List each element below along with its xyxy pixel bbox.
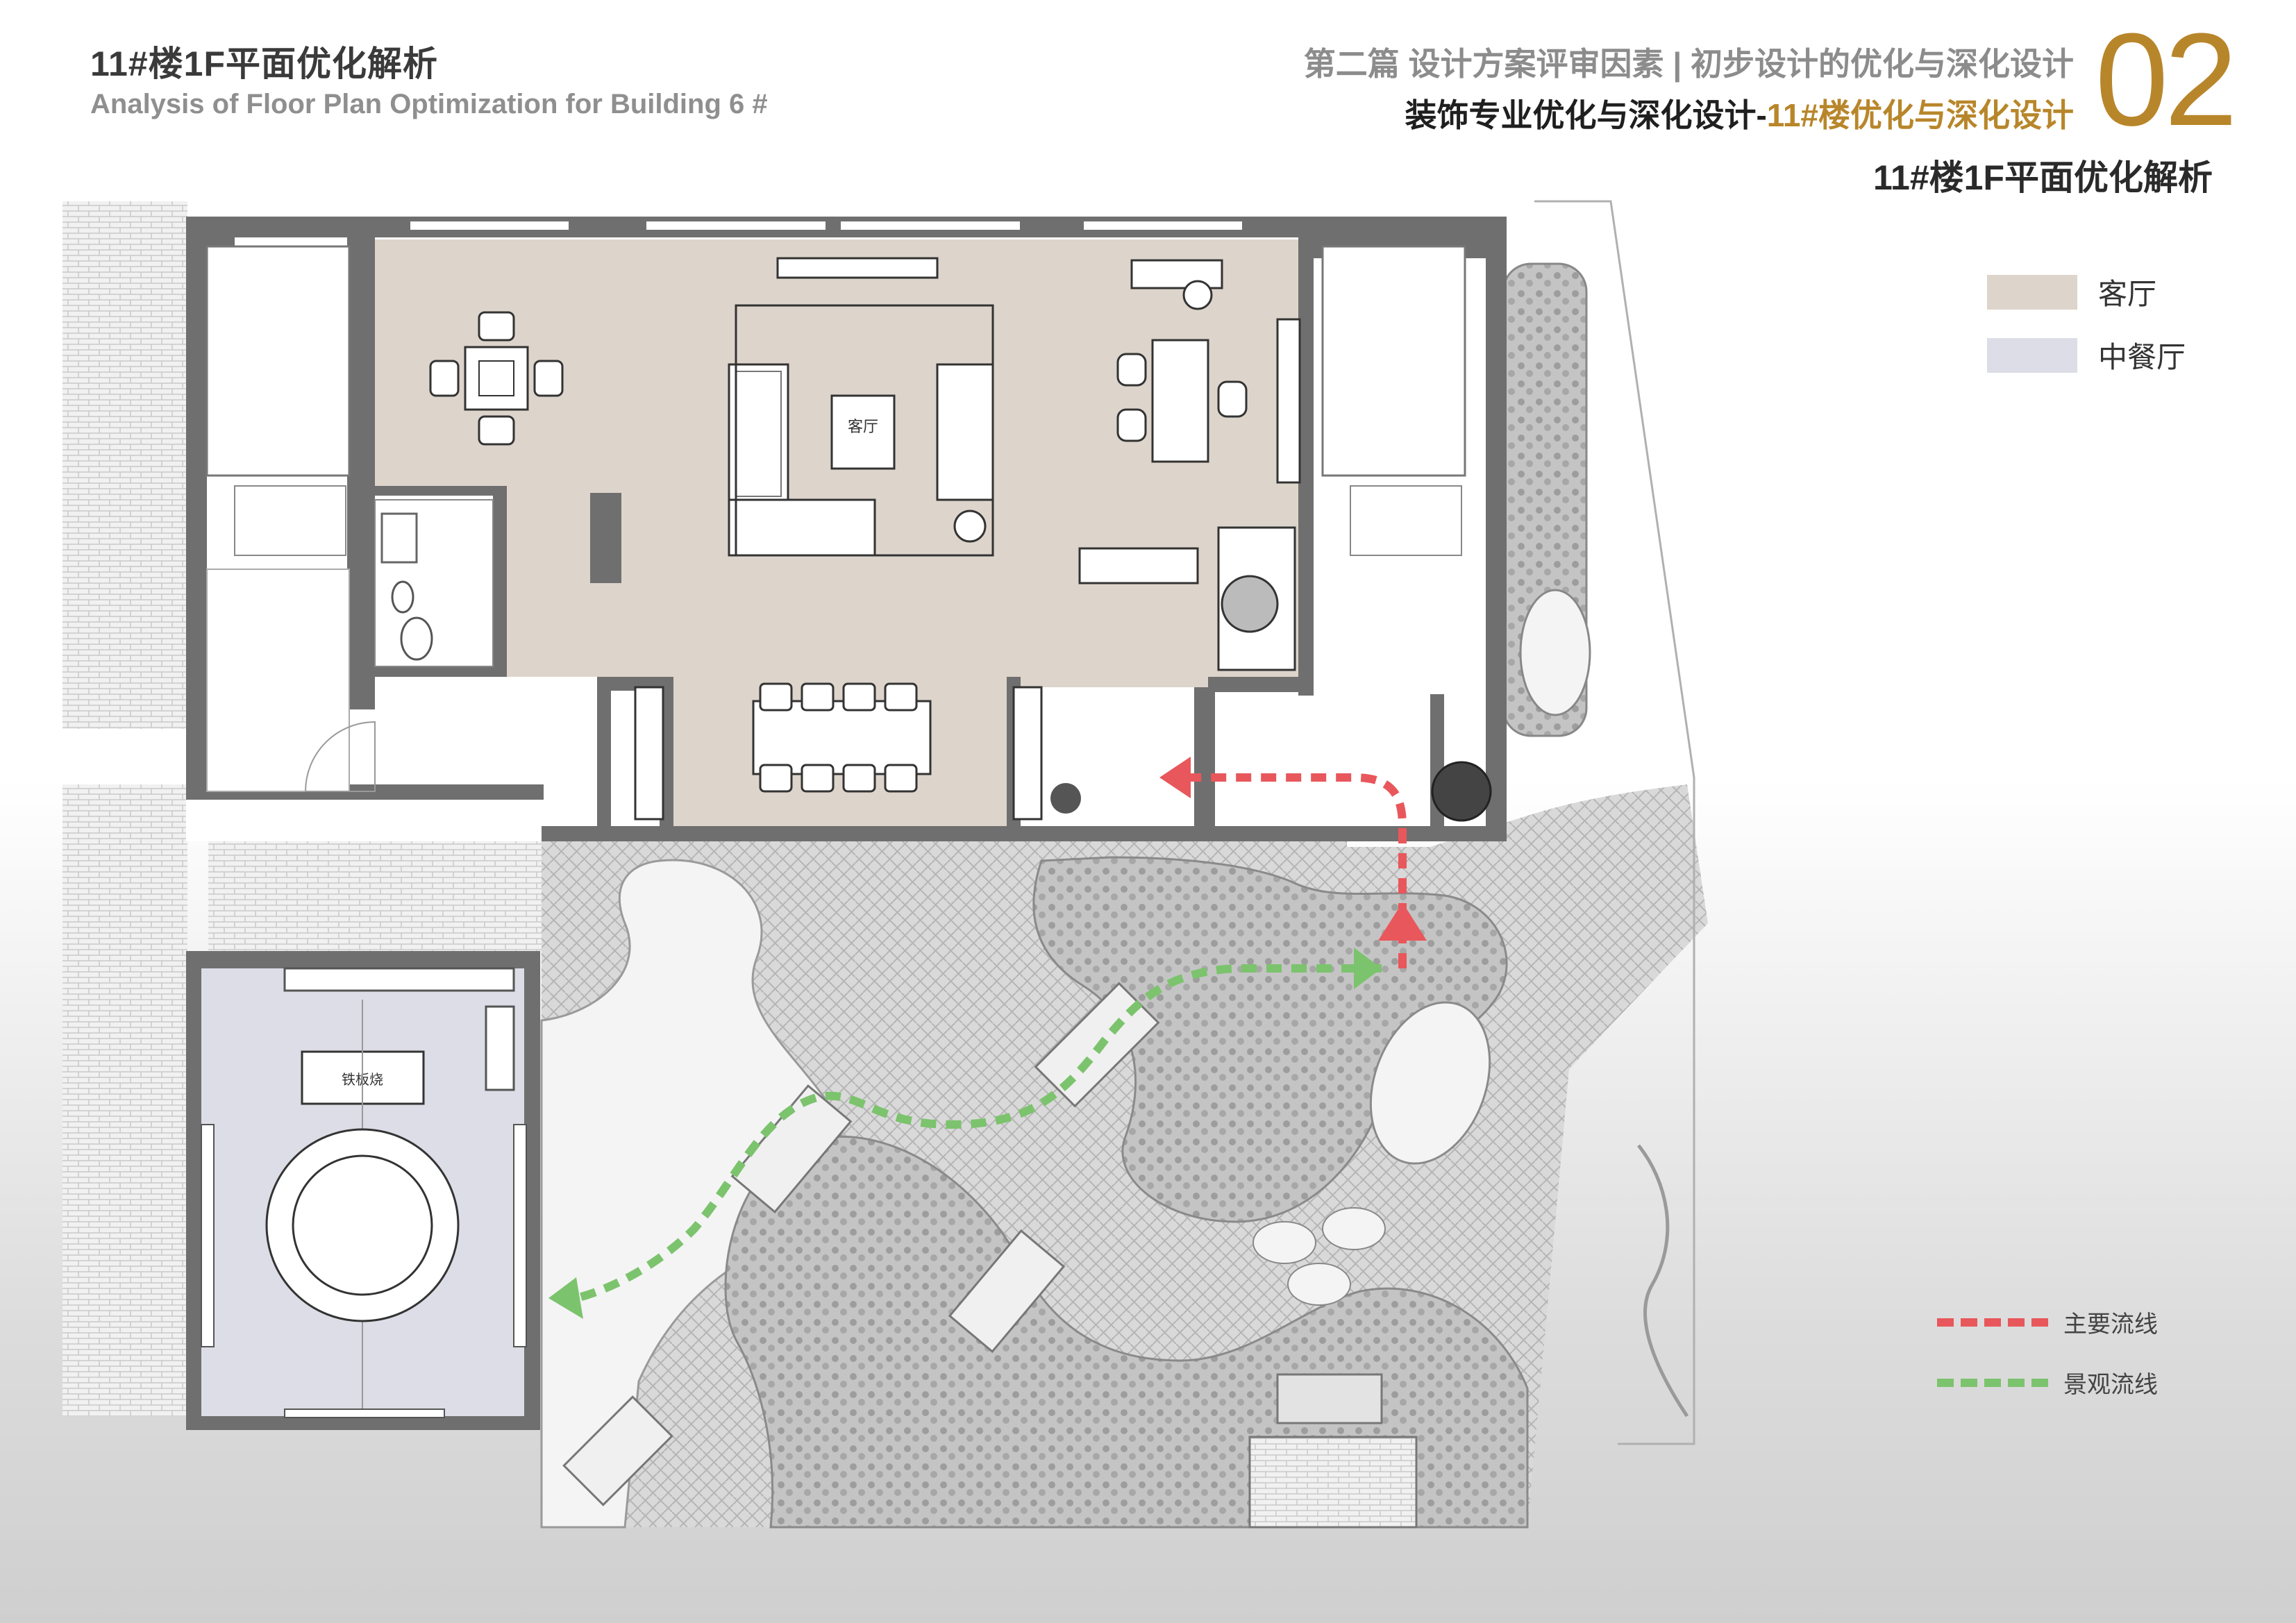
subsection-highlight: 11#楼优化与深化设计	[1766, 97, 2074, 133]
section-heading: 第二篇 设计方案评审因素 | 初步设计的优化与深化设计	[1303, 46, 2074, 82]
landscape-flow-arrow-2	[548, 1277, 583, 1319]
pavilion-cabinet	[283, 967, 515, 992]
sideboard	[1130, 259, 1223, 289]
tea-table	[1151, 339, 1209, 463]
legend-swatch-living	[1987, 274, 2077, 310]
left-wing-bay	[206, 245, 351, 477]
top-windows	[409, 220, 1243, 231]
east-oval	[1519, 589, 1591, 716]
main-flow-arrow-1	[1159, 757, 1191, 798]
landscape-flow-label: 景观流线	[2063, 1372, 2158, 1398]
legend-label-dining: 中餐厅	[2098, 341, 2186, 373]
legend-item-dining: 中餐厅	[1987, 334, 2186, 376]
legend-label-living: 客厅	[2098, 278, 2157, 310]
brick-gap	[62, 729, 187, 784]
round-dining-table	[265, 1128, 460, 1322]
plan-title: 11#楼1F平面优化解析	[1872, 158, 2213, 197]
pavilion-window-east	[513, 1124, 527, 1347]
tea-chair-3	[1217, 380, 1248, 418]
pavilion-window-south	[284, 1408, 445, 1418]
legend-item-living: 客厅	[1987, 271, 2186, 313]
subsection-heading: 装饰专业优化与深化设计-11#楼优化与深化设计	[1405, 90, 2074, 136]
decor-plant-icon	[1050, 783, 1081, 814]
pavilion-side-cabinet	[485, 1005, 515, 1091]
left-door-swing	[304, 721, 376, 792]
stepping-stone-2	[1322, 1207, 1386, 1250]
stepping-stone-3	[1287, 1263, 1351, 1306]
landscape-flow-path	[575, 964, 1382, 1302]
sectional-sofa	[728, 363, 876, 557]
washbasin	[380, 512, 418, 564]
flow-legend: 主要流线 景观流线	[1937, 1305, 2158, 1399]
side-sofa	[936, 363, 994, 501]
garden-steps	[1248, 1436, 1418, 1529]
left-cabinet	[634, 686, 664, 821]
legend-swatch-dining	[1987, 337, 2077, 373]
main-building-walls	[186, 217, 1507, 841]
rug-outline	[735, 304, 994, 557]
main-flow-label: 主要流线	[2063, 1311, 2158, 1338]
mahjong-table-set	[429, 311, 564, 446]
east-boundary	[1534, 200, 1695, 1445]
flow-legend-landscape: 景观流线	[1937, 1365, 2158, 1399]
landscape-flow-swatch	[1937, 1378, 2048, 1387]
subsection-prefix: 装饰专业优化与深化设计-	[1405, 97, 1767, 133]
landscape-flow-arrow-1	[1354, 948, 1382, 989]
pavilion-window-west	[201, 1124, 215, 1347]
creek-line	[1637, 1144, 1689, 1418]
entrance-plant-icon	[1431, 761, 1492, 822]
main-flow-path	[1180, 773, 1407, 968]
left-wing-room	[206, 569, 350, 792]
tea-chair-2	[1116, 408, 1147, 442]
boardwalk-plank-3	[948, 1229, 1066, 1354]
main-flow-swatch	[1937, 1318, 2048, 1327]
room-legend: 客厅 中餐厅	[1987, 271, 2186, 376]
dining-table-set	[752, 682, 932, 793]
right-stair	[1350, 485, 1462, 556]
right-cabinet	[1012, 686, 1043, 821]
stepping-stone-1	[1252, 1221, 1316, 1264]
side-table-icon	[953, 510, 987, 543]
oval-lawn	[1369, 1001, 1491, 1165]
left-stair	[234, 485, 346, 556]
tv-console	[776, 257, 939, 279]
urinal-icon	[391, 580, 414, 614]
display-shelf	[1276, 318, 1301, 484]
page-title: 11#楼1F平面优化解析	[90, 44, 439, 83]
kitchen-counter	[1078, 547, 1199, 585]
flow-legend-main: 主要流线	[1937, 1305, 2158, 1339]
toilet-icon	[400, 616, 433, 661]
lamp-icon	[1182, 280, 1213, 310]
plant-icon	[1221, 575, 1279, 633]
tea-chair-1	[1116, 353, 1147, 387]
boardwalk-plank-4	[562, 1395, 673, 1506]
left-brick-strip	[62, 201, 187, 1416]
coffee-table	[830, 394, 896, 470]
living-room-label: 客厅	[848, 418, 878, 435]
page-number: 02	[2095, 6, 2238, 153]
page-subtitle-en: Analysis of Floor Plan Optimization for …	[90, 89, 768, 119]
main-flow-arrow-2	[1378, 902, 1427, 941]
right-wing-bay	[1321, 245, 1466, 477]
planter-box	[1276, 1373, 1383, 1424]
